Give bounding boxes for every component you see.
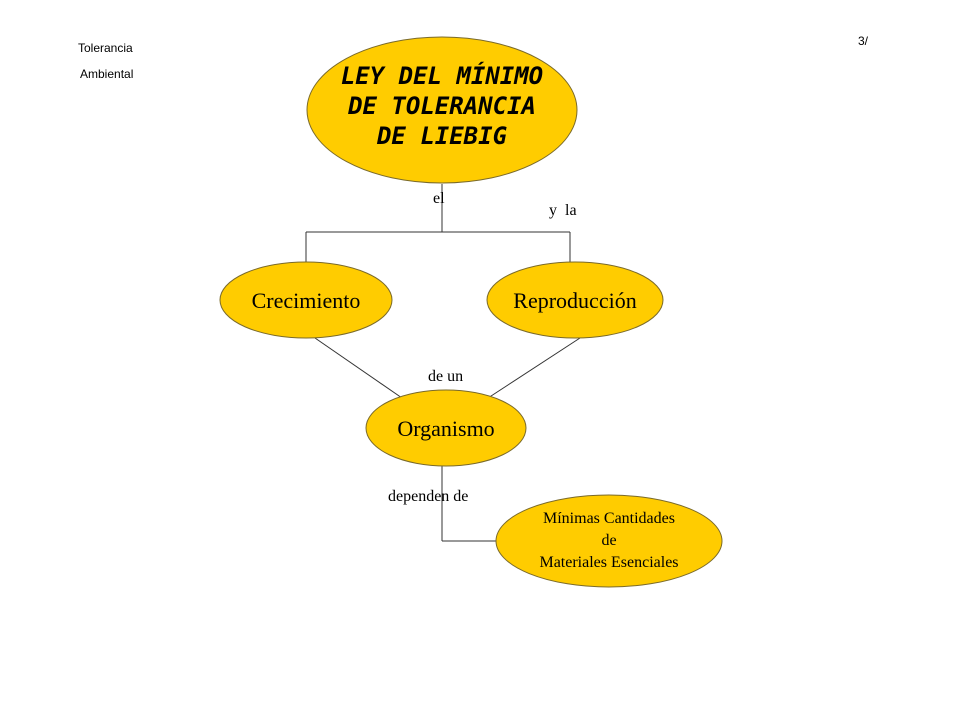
header-title-line1: Tolerancia bbox=[78, 41, 133, 55]
node-ley-del-minimo: LEY DEL MÍNIMO DE TOLERANCIA DE LIEBIG bbox=[306, 36, 578, 184]
node-materiales-line1: Mínimas Cantidades bbox=[543, 510, 675, 527]
link-label-de-un: de un bbox=[428, 368, 463, 385]
node-materiales-line2: de bbox=[601, 532, 616, 549]
node-organismo-label: Organismo bbox=[397, 416, 494, 441]
node-crecimiento-shape bbox=[219, 261, 393, 339]
node-crecimiento: Crecimiento bbox=[219, 261, 393, 339]
node-reproduccion: Reproducción bbox=[486, 261, 664, 339]
node-crecimiento-label: Crecimiento bbox=[252, 288, 361, 313]
node-materiales-line3: Materiales Esenciales bbox=[539, 554, 678, 571]
link-label-dependen-de: dependen de bbox=[388, 488, 468, 505]
node-ley-del-minimo-line3: DE LIEBIG bbox=[376, 122, 507, 150]
header-title-line2: Ambiental bbox=[80, 67, 133, 81]
link-label-y-la: y la bbox=[549, 202, 577, 219]
connector-reproduccion-organismo bbox=[487, 337, 581, 399]
link-label-el: el bbox=[433, 190, 445, 207]
node-reproduccion-shape bbox=[486, 261, 664, 339]
node-ley-del-minimo-shape bbox=[306, 36, 578, 184]
page-number: 3/ bbox=[858, 34, 869, 48]
node-organismo-shape bbox=[365, 389, 527, 467]
connector-crecimiento-organismo bbox=[314, 337, 403, 399]
node-materiales-shape bbox=[495, 494, 723, 588]
node-ley-del-minimo-line1: LEY DEL MÍNIMO bbox=[341, 61, 543, 90]
node-organismo: Organismo bbox=[365, 389, 527, 467]
node-materiales-esenciales: Mínimas Cantidades de Materiales Esencia… bbox=[495, 494, 723, 588]
node-ley-del-minimo-line2: DE TOLERANCIA bbox=[347, 92, 536, 120]
node-reproduccion-label: Reproducción bbox=[513, 288, 636, 313]
